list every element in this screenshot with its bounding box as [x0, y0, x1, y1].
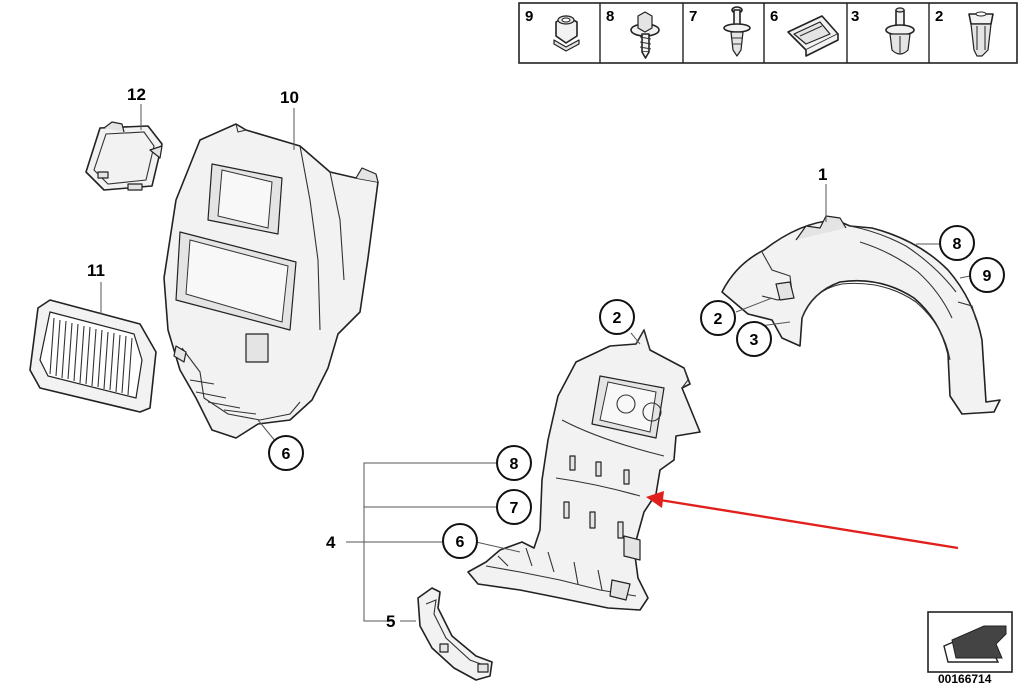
callout-part-11: 11: [87, 261, 105, 280]
callout-part-10: 10: [280, 88, 299, 107]
callout-part-8-right: 8: [953, 236, 962, 253]
callout-part-4: 4: [326, 533, 336, 552]
spring-clip-icon: [787, 15, 839, 57]
callout-part-1: 1: [818, 165, 827, 184]
fastener-8-number: 8: [606, 8, 614, 25]
callout-part-6-center: 6: [456, 534, 465, 551]
screw-with-washer-icon: [630, 11, 660, 59]
wheel-arch-panel-part-10: [163, 123, 379, 439]
callout-bracket-4: [346, 462, 521, 622]
fastener-2-number: 2: [935, 8, 943, 25]
cover-plate-part-12: [85, 121, 163, 191]
callout-part-8-center: 8: [510, 456, 519, 473]
doc-number: 00166714: [938, 672, 992, 683]
plastic-nut-icon: [968, 11, 994, 57]
highlight-arrow: [646, 491, 959, 550]
callout-part-2-center: 2: [613, 310, 622, 327]
callout-part-3-right: 3: [750, 332, 759, 349]
fastener-7-number: 7: [689, 8, 697, 25]
fastener-6-number: 6: [770, 8, 778, 25]
direction-arrow-icon: [927, 611, 1013, 673]
trim-strip-part-5: [417, 587, 493, 681]
callout-part-7-center: 7: [510, 500, 519, 517]
callout-part-2-right: 2: [714, 311, 723, 328]
fastener-strip: 9 8 7 6: [518, 2, 1018, 64]
callout-part-12: 12: [127, 85, 146, 104]
grille-part-11: [29, 299, 157, 413]
callout-part-5: 5: [386, 612, 395, 631]
front-liner-part-4: [467, 328, 701, 611]
push-rivet-icon: [885, 7, 915, 55]
callout-part-6-left: 6: [282, 446, 291, 463]
fastener-9-number: 9: [525, 8, 533, 25]
callout-part-9-right: 9: [983, 268, 992, 285]
fastener-3-number: 3: [851, 8, 859, 25]
expanding-rivet-icon: [723, 6, 751, 57]
wheel-arch-liner-part-1: [721, 215, 1001, 415]
hex-nut-icon: [553, 15, 580, 52]
